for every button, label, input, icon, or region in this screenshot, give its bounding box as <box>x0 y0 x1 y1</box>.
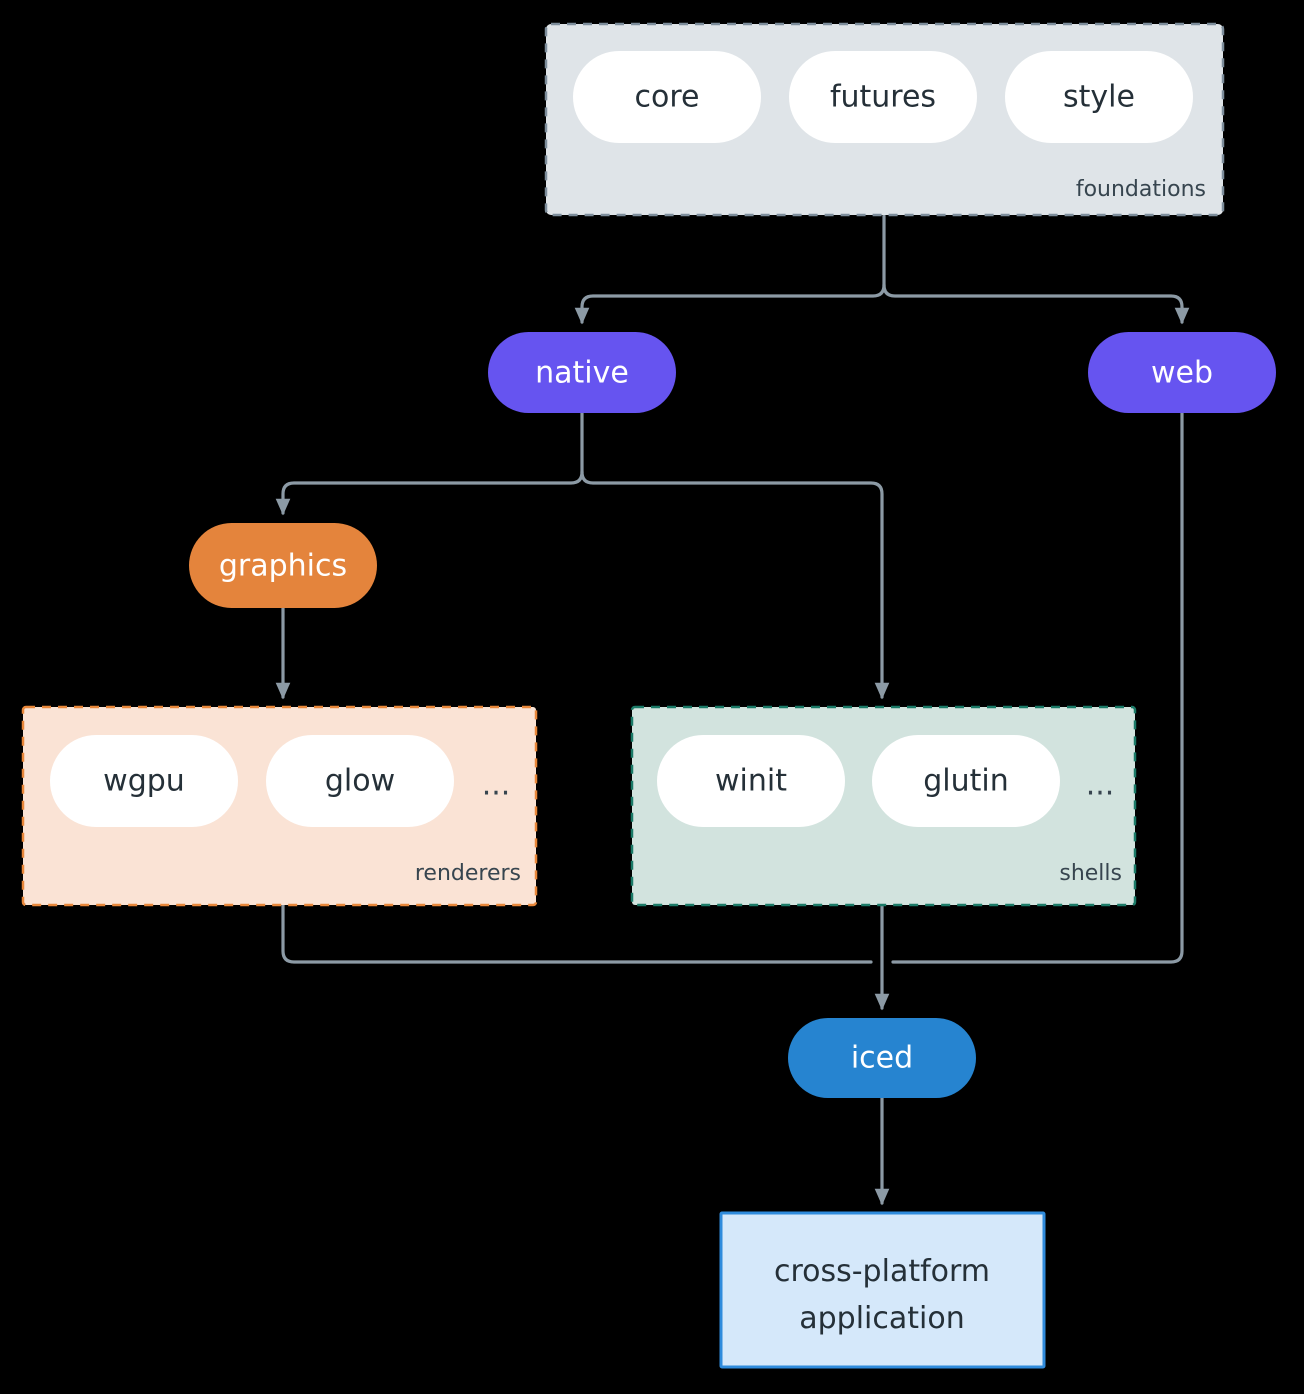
node-glow-label: glow <box>325 764 395 799</box>
node-core-label: core <box>635 80 700 115</box>
node-application-label-line2: application <box>799 1301 964 1336</box>
node-application-shape <box>719 1211 1046 1369</box>
node-web[interactable]: web <box>1088 332 1276 413</box>
group-foundations-label: foundations <box>1076 177 1206 202</box>
node-wgpu-label: wgpu <box>103 764 185 799</box>
group-shells-ellipsis: ... <box>1086 768 1115 803</box>
node-native-label: native <box>535 356 629 391</box>
node-graphics[interactable]: graphics <box>189 523 377 608</box>
edge-renderers-iced <box>281 903 873 964</box>
node-wgpu[interactable] <box>50 735 238 827</box>
node-glutin[interactable] <box>872 735 1060 827</box>
node-application[interactable]: cross-platform application <box>719 1211 1046 1369</box>
group-foundations[interactable]: core futures style foundations <box>544 22 1225 217</box>
edge-web-iced <box>891 411 1184 964</box>
edge-foundations-native <box>574 283 886 325</box>
node-iced[interactable]: iced <box>788 1018 976 1098</box>
node-web-shape <box>1088 332 1276 413</box>
group-renderers-label: renderers <box>415 861 521 886</box>
edge-layer <box>275 214 1190 1206</box>
group-renderers-ellipsis: ... <box>482 768 511 803</box>
node-futures[interactable] <box>789 51 977 143</box>
node-application-label-line1: cross-platform <box>774 1254 990 1289</box>
node-web-label: web <box>1151 356 1213 391</box>
group-shells[interactable]: winit glutin ... shells <box>630 705 1137 907</box>
node-style-label: style <box>1063 80 1135 115</box>
node-iced-label: iced <box>851 1041 913 1076</box>
node-graphics-label: graphics <box>219 549 347 584</box>
node-graphics-shape <box>189 523 377 608</box>
edge-native-graphics <box>275 470 584 516</box>
group-renderers[interactable]: wgpu glow ... renderers <box>21 705 538 907</box>
node-winit-label: winit <box>715 764 787 799</box>
node-iced-shape <box>788 1018 976 1098</box>
edge-foundations-web <box>882 283 1190 325</box>
node-native[interactable]: native <box>488 332 676 413</box>
node-glutin-label: glutin <box>923 764 1009 799</box>
edge-native-shells <box>580 470 890 700</box>
node-style[interactable] <box>1005 51 1193 143</box>
node-native-shape <box>488 332 676 413</box>
node-winit[interactable] <box>657 735 845 827</box>
node-core[interactable] <box>573 51 761 143</box>
node-futures-label: futures <box>830 80 936 115</box>
node-glow[interactable] <box>266 735 454 827</box>
group-shells-label: shells <box>1059 861 1122 886</box>
